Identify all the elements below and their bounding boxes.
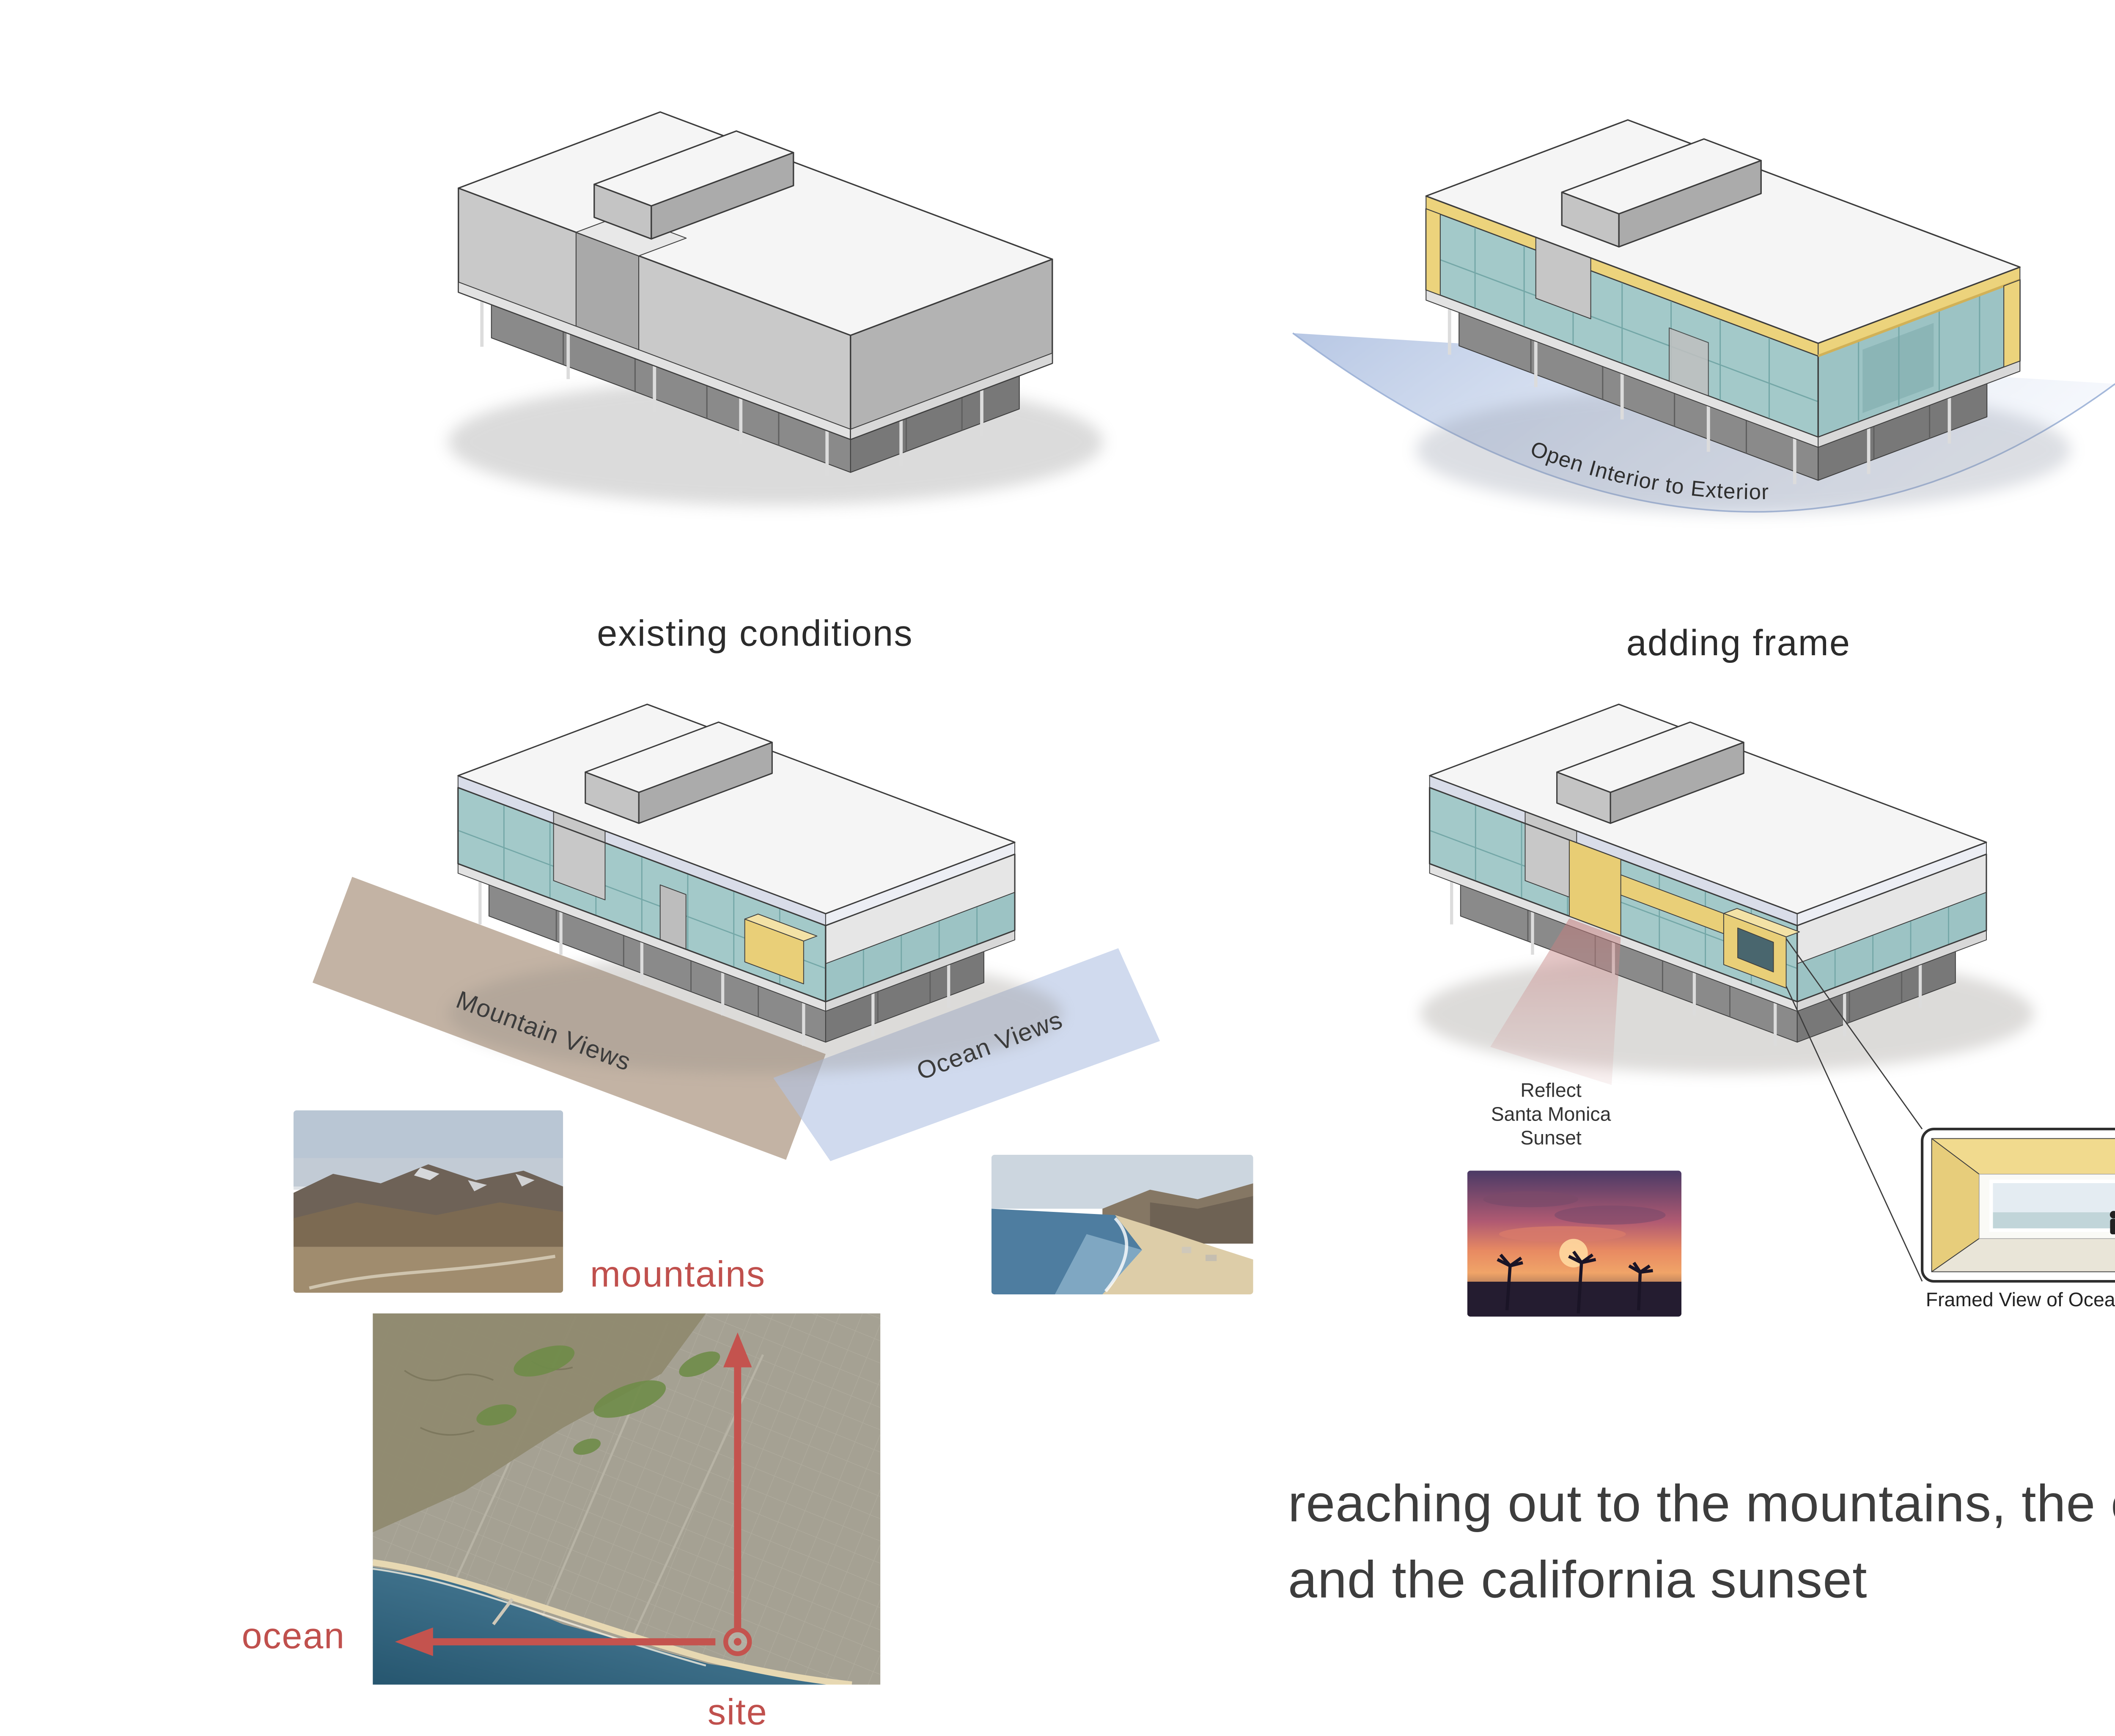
framed-view-inset bbox=[1920, 1127, 2115, 1283]
framed-view-caption: Framed View of Ocean Horizon bbox=[1926, 1288, 2115, 1310]
diagram-views: Mountain Views Ocean Views bbox=[312, 703, 1160, 1161]
rooftop-box bbox=[1561, 138, 1762, 248]
diagram-existing-building bbox=[448, 111, 1103, 505]
ocean-photo bbox=[991, 1155, 1253, 1294]
reflect-label-line3: Sunset bbox=[1520, 1127, 1582, 1149]
map-pier bbox=[492, 1598, 514, 1626]
upper-volume bbox=[457, 775, 1016, 1012]
piloti-columns bbox=[1450, 882, 1922, 1046]
upper-volume bbox=[458, 187, 1053, 440]
ocean-label: ocean bbox=[242, 1615, 345, 1656]
tagline: reaching out to the mountains, the ocean… bbox=[1288, 1466, 2115, 1618]
inset-floor bbox=[1931, 1238, 2115, 1272]
sunset-cone bbox=[1490, 918, 1621, 1085]
frame-edge-west bbox=[1426, 208, 1441, 296]
inset-sky bbox=[1991, 1181, 2115, 1212]
inset-window-frame bbox=[1989, 1179, 2115, 1232]
piloti-columns bbox=[480, 301, 983, 476]
rooftop-box bbox=[593, 130, 794, 240]
ocean-arrow bbox=[395, 1627, 716, 1656]
site-label: site bbox=[707, 1691, 768, 1733]
mountains-arrow bbox=[723, 1332, 752, 1631]
piloti-columns bbox=[478, 882, 950, 1046]
site-map bbox=[372, 1313, 881, 1688]
detail-leader-lines bbox=[1785, 938, 1923, 1282]
roof bbox=[1425, 119, 2021, 344]
piloti-columns bbox=[1448, 309, 1951, 484]
upper-volume bbox=[1425, 195, 2021, 448]
mountains-label: mountains bbox=[590, 1253, 766, 1295]
roof bbox=[457, 703, 1016, 915]
rooftop-box bbox=[1556, 721, 1744, 824]
inset-ocean bbox=[1991, 1212, 2115, 1231]
mountains-photo bbox=[293, 1110, 563, 1293]
frame-edge-east bbox=[2003, 279, 2021, 368]
map-parks bbox=[476, 1345, 720, 1455]
site-marker bbox=[723, 1627, 752, 1656]
diagram-adding-frame: Open Interior to Exterior bbox=[1292, 119, 2115, 514]
tagline-line1: reaching out to the mountains, the ocean… bbox=[1288, 1473, 2115, 1533]
map-hills bbox=[373, 1313, 706, 1533]
caption-existing-conditions: existing conditions bbox=[597, 612, 913, 654]
caption-adding-frame: adding frame bbox=[1626, 622, 1851, 663]
palm-silhouettes bbox=[1497, 1250, 1653, 1314]
rooftop-box bbox=[585, 721, 773, 824]
roof bbox=[458, 111, 1053, 336]
reflect-label-line1: Reflect bbox=[1520, 1079, 1581, 1101]
roof bbox=[1429, 703, 1987, 915]
map-ocean bbox=[373, 1567, 849, 1685]
reflect-label-line2: Santa Monica bbox=[1491, 1103, 1611, 1125]
map-surf-line bbox=[372, 1568, 706, 1667]
sunset-photo bbox=[1467, 1170, 1681, 1317]
person-silhouette bbox=[2110, 1211, 2115, 1234]
diagram-sunset-frame: Reflect Santa Monica Sunset Framed View … bbox=[1420, 703, 2115, 1310]
sunset-reflect-door bbox=[1568, 839, 1621, 936]
tagline-line2: and the california sunset bbox=[1288, 1549, 1868, 1608]
